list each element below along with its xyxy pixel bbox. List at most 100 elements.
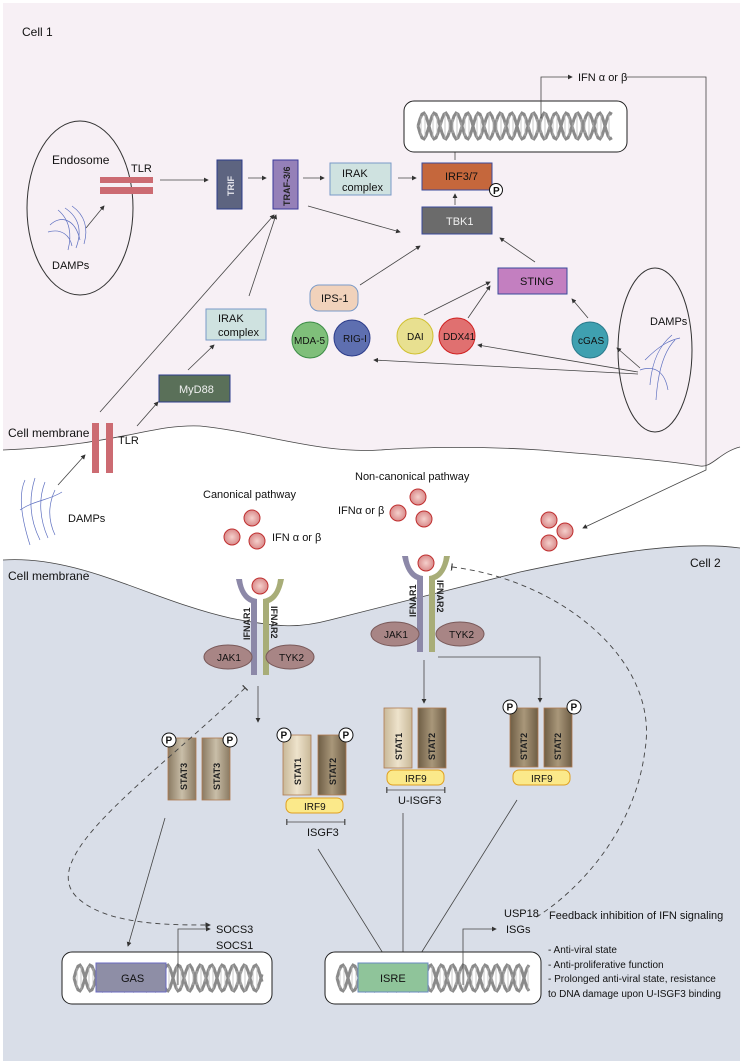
damps-endosome-label: DAMPs xyxy=(52,260,90,272)
phospho-label: P xyxy=(493,186,500,197)
stat1-u-isgf3-label: STAT1 xyxy=(394,733,404,760)
irf9-u-isgf3-label: IRF9 xyxy=(405,774,427,785)
ifnar-receptors xyxy=(236,554,450,675)
u-isgf3-label: U-ISGF3 xyxy=(398,795,441,807)
irak-top-label-1: IRAK xyxy=(342,168,368,180)
sting-label: STING xyxy=(520,276,554,288)
stat-box xyxy=(317,734,347,796)
irak-complex-top xyxy=(329,162,392,196)
tlr-membrane-bar xyxy=(106,423,113,473)
isre-element xyxy=(357,962,429,993)
membrane1-label: Cell membrane xyxy=(8,426,90,440)
stat2-b-label: STAT2 xyxy=(553,733,563,760)
kinases xyxy=(203,621,485,670)
dna-box-isre xyxy=(324,951,542,1005)
ifn-molecule xyxy=(409,488,427,506)
sting-box xyxy=(497,267,568,295)
stat1-isgf3-label: STAT1 xyxy=(293,758,303,785)
traf-box xyxy=(272,159,299,210)
ips1-label: IPS-1 xyxy=(321,293,349,305)
ifn-molecule xyxy=(540,534,558,552)
damps-fibers-icon xyxy=(639,334,681,401)
stat3-a-label: STAT3 xyxy=(179,763,189,790)
irf9-stat2-label: IRF9 xyxy=(531,774,553,785)
stat-box xyxy=(417,707,447,769)
ifnar2-noncanonical-label: IFNAR2 xyxy=(435,580,445,613)
stat2-isgf3-label: STAT2 xyxy=(328,758,338,785)
ifn-molecule xyxy=(223,528,241,546)
traf-label: TRAF-3/6 xyxy=(282,166,292,206)
cell1-membrane xyxy=(2,425,741,467)
canonical-pathway-label: Canonical pathway xyxy=(203,489,296,501)
dai-circle xyxy=(396,317,434,355)
stat-box xyxy=(383,707,413,769)
stat-box xyxy=(167,737,197,801)
outcome-0: - Anti-viral state xyxy=(548,945,617,956)
tlr-endosome-bar xyxy=(100,187,153,194)
cell2-label: Cell 2 xyxy=(690,556,721,570)
tbk1-label: TBK1 xyxy=(446,216,474,228)
ddx41-circle xyxy=(438,317,476,355)
stat-box xyxy=(543,707,573,768)
myd88-box xyxy=(158,374,231,403)
rigi-circle xyxy=(333,319,371,357)
ifn-molecules xyxy=(223,488,574,552)
ifn-bound xyxy=(417,554,435,572)
mda5-circle xyxy=(291,321,329,359)
noncanonical-ifn-label: IFNα or β xyxy=(338,505,384,517)
membrane2-label: Cell membrane xyxy=(8,569,90,583)
dna-strand xyxy=(416,111,613,141)
dna-helix-icon xyxy=(416,111,613,141)
gas-element xyxy=(95,962,167,993)
damps-extracellular-label: DAMPs xyxy=(68,513,106,525)
ifn-molecule xyxy=(415,510,433,528)
damps-cytosol-label: DAMPs xyxy=(650,316,688,328)
phospho-icon xyxy=(489,183,503,197)
phospho-label: P xyxy=(227,736,234,747)
stat-box xyxy=(509,707,539,768)
ifnar1-chain xyxy=(236,579,257,675)
ifn-bound xyxy=(251,577,269,595)
rigi-label: RIG-I xyxy=(343,334,367,345)
irf9-isgf3-label: IRF9 xyxy=(304,802,326,813)
ips1-box xyxy=(309,284,359,312)
ifn-output-label: IFN α or β xyxy=(578,72,627,84)
damps-fibers-icon xyxy=(47,205,87,251)
phospho-icon xyxy=(502,699,518,715)
tlr-membrane xyxy=(92,423,99,473)
irf37-box xyxy=(421,162,493,191)
trif-box xyxy=(216,159,243,210)
endosome-label: Endosome xyxy=(52,153,110,167)
cell1-label: Cell 1 xyxy=(22,25,53,39)
canonical-ifn-label: IFN α or β xyxy=(272,532,321,544)
isgf3-label: ISGF3 xyxy=(307,827,339,839)
ifn-molecule xyxy=(248,532,266,550)
ddx41-label: DDX41 xyxy=(443,332,476,343)
sensor-circles xyxy=(291,317,609,359)
cgas-circle xyxy=(571,321,609,359)
tlr-endosome xyxy=(100,177,153,183)
phospho-icon xyxy=(566,699,582,715)
irak-top-label-2: complex xyxy=(342,182,383,194)
stat2-u-isgf3-label: STAT2 xyxy=(427,733,437,760)
usp18-feedback-line xyxy=(450,563,647,919)
noncanonical-pathway-label: Non-canonical pathway xyxy=(355,471,470,483)
phospho-icon xyxy=(276,727,292,743)
ifnar2-canonical-label: IFNAR2 xyxy=(269,606,279,639)
ifnar1-noncanonical-label: IFNAR1 xyxy=(408,584,418,617)
usp18-label: USP18 xyxy=(504,908,539,920)
trif-label: TRIF xyxy=(226,176,236,196)
ifnar2-chain xyxy=(263,579,284,675)
irf9-boxes xyxy=(285,769,571,814)
phospho-label: P xyxy=(166,736,173,747)
ifn-molecule xyxy=(556,522,574,540)
ifn-molecule xyxy=(389,504,407,522)
isgs-label: ISGs xyxy=(506,924,531,936)
cgas-label: cGAS xyxy=(578,336,604,347)
isre-label: ISRE xyxy=(380,973,406,985)
phospho-label: P xyxy=(343,731,350,742)
outcome-2: - Prolonged anti-viral state, resistance xyxy=(548,974,716,985)
outcome-1: - Anti-proliferative function xyxy=(548,960,664,971)
irf9-box xyxy=(386,769,445,786)
ifnar2-chain xyxy=(429,556,450,652)
